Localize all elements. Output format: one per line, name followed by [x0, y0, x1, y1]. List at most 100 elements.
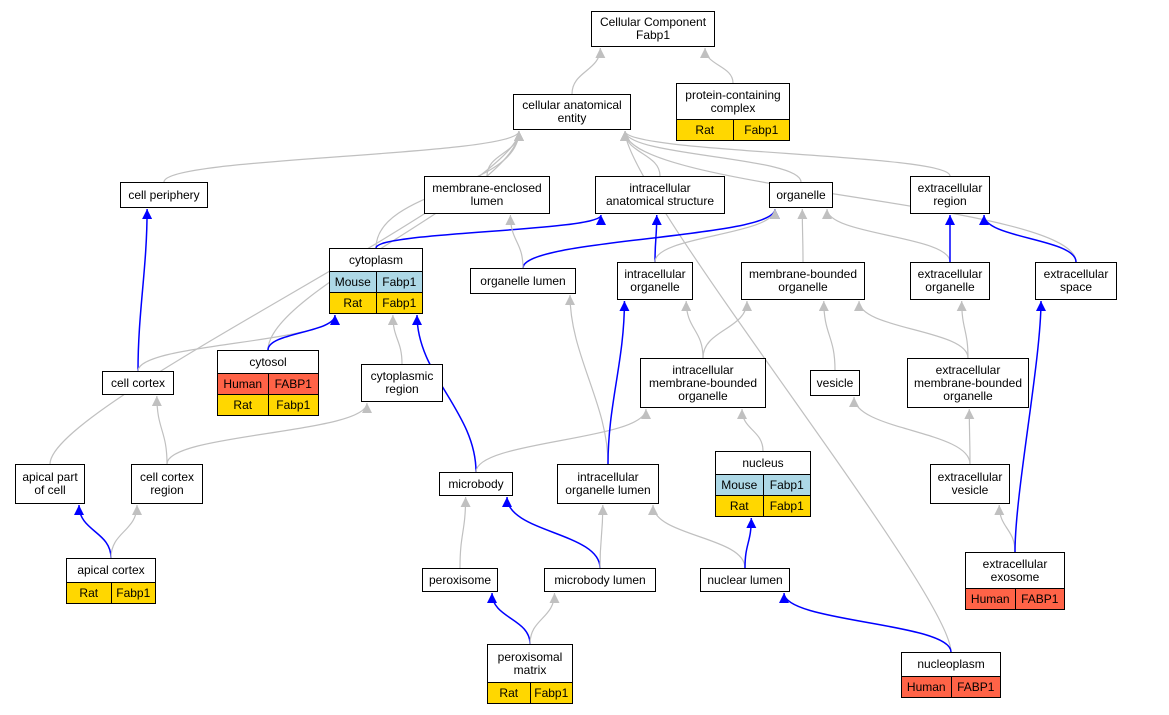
species-cell: Rat: [67, 583, 111, 603]
node-label: extracellular organelle: [917, 267, 983, 294]
edge-intracellular-organelle-lumen-to-intracellular-organelle: [607, 300, 630, 465]
edge-peroxisome-to-microbody: [459, 496, 471, 569]
node-intracellular-organelle-lumen[interactable]: intracellular organelle lumen: [557, 464, 659, 504]
node-extracellular-vesicle[interactable]: extracellular vesicle: [930, 464, 1010, 504]
species-cell: Rat: [716, 496, 763, 516]
edge-extracellular-space-to-anatomical-entity: [620, 130, 1077, 263]
node-label: membrane-enclosed lumen: [432, 181, 542, 208]
node-label: extracellular vesicle: [937, 470, 1003, 497]
gene-cell: Fabp1: [375, 293, 422, 313]
edge-extracellular-exosome-to-extracellular-space: [1014, 300, 1046, 553]
species-cell: Mouse: [330, 272, 376, 292]
node-cell-periphery[interactable]: cell periphery: [120, 182, 208, 208]
node-label: microbody lumen: [554, 572, 646, 587]
node-label: intracellular anatomical structure: [605, 181, 715, 208]
node-label: membrane-bounded organelle: [748, 267, 858, 294]
species-cell: Mouse: [716, 475, 763, 495]
gene-cell: Fabp1: [267, 395, 318, 415]
species-cell: Rat: [330, 293, 376, 313]
node-label: intracellular organelle: [624, 267, 686, 294]
edge-organelle-to-anatomical-entity: [620, 130, 802, 183]
edge-nucleoplasm-to-anatomical-entity: [620, 130, 952, 653]
edge-extracellular-vesicle-to-extracellular-mbo: [964, 408, 975, 465]
node-organelle-lumen[interactable]: organelle lumen: [470, 268, 576, 294]
node-organelle[interactable]: organelle: [769, 182, 833, 208]
node-extracellular-region[interactable]: extracellular region: [910, 176, 990, 214]
node-intracellular-organelle[interactable]: intracellular organelle: [617, 262, 693, 300]
node-label: peroxisome: [428, 572, 492, 587]
node-intracellular-mbo[interactable]: intracellular membrane-bounded organelle: [640, 358, 766, 408]
edge-microbody-to-intracellular-mbo: [475, 408, 651, 473]
edge-nuclear-lumen-to-nucleus: [744, 517, 757, 569]
edge-organelle-lumen-to-organelle: [522, 208, 780, 269]
edge-protein-complex-to-root: [700, 47, 734, 84]
edge-anatomical-entity-to-root: [571, 47, 606, 95]
edge-microbody-lumen-to-microbody: [502, 496, 601, 569]
node-label: cellular anatomical entity: [522, 98, 622, 125]
edge-intracellular-organelle-to-intracellular-structure: [651, 214, 662, 263]
edge-cell-periphery-to-anatomical-entity: [163, 130, 524, 183]
edge-extracellular-mbo-to-extracellular-organelle: [956, 300, 969, 359]
node-cell-cortex[interactable]: cell cortex: [102, 371, 174, 395]
node-extracellular-organelle[interactable]: extracellular organelle: [910, 262, 990, 300]
edge-cell-cortex-to-cell-periphery: [137, 208, 153, 372]
node-root[interactable]: Cellular Component Fabp1: [591, 11, 715, 47]
node-vesicle[interactable]: vesicle: [810, 370, 860, 396]
node-label: extracellular region: [917, 181, 983, 208]
edge-intracellular-organelle-lumen-to-organelle-lumen: [565, 294, 609, 465]
node-peroxisome[interactable]: peroxisome: [422, 568, 498, 592]
node-cytoplasmic-region[interactable]: cytoplasmic region: [361, 364, 443, 402]
species-cell: Human: [218, 374, 268, 394]
gene-cell: Fabp1: [762, 475, 810, 495]
node-label: apical cortex: [77, 563, 145, 577]
node-label: cytoplasm: [348, 252, 404, 267]
node-label: cytosol: [249, 354, 287, 369]
gene-cell: Fabp1: [529, 683, 572, 703]
node-microbody-lumen[interactable]: microbody lumen: [544, 568, 656, 592]
node-microbody[interactable]: microbody: [439, 472, 513, 496]
edge-intracellular-mbo-to-membrane-bounded-organelle: [702, 300, 752, 359]
edge-vesicle-to-membrane-bounded-organelle: [818, 300, 836, 371]
edge-membrane-bounded-organelle-to-organelle: [797, 208, 808, 263]
edge-peroxisomal-matrix-to-peroxisome: [487, 592, 531, 645]
node-label: nucleoplasm: [917, 657, 985, 671]
node-intracellular-structure[interactable]: intracellular anatomical structure: [595, 176, 725, 214]
node-extracellular-space[interactable]: extracellular space: [1035, 262, 1117, 300]
node-label: intracellular organelle lumen: [565, 470, 651, 497]
node-extracellular-mbo[interactable]: extracellular membrane-bounded organelle: [907, 358, 1029, 408]
edge-cell-cortex-region-to-cytoplasmic-region: [166, 402, 372, 465]
node-label: cytoplasmic region: [370, 369, 434, 396]
node-anatomical-entity[interactable]: cellular anatomical entity: [513, 94, 631, 130]
node-membrane-enclosed-lumen[interactable]: membrane-enclosed lumen: [424, 176, 550, 214]
node-label: cell periphery: [128, 187, 200, 202]
edge-apical-cortex-to-cell-cortex-region: [110, 504, 142, 559]
node-label: cell cortex region: [139, 470, 195, 497]
node-label: organelle: [776, 187, 826, 202]
node-cell-cortex-region[interactable]: cell cortex region: [131, 464, 203, 504]
species-cell: Human: [902, 677, 951, 697]
node-membrane-bounded-organelle[interactable]: membrane-bounded organelle: [741, 262, 865, 300]
edge-nucleoplasm-to-nuclear-lumen: [779, 592, 952, 653]
node-nuclear-lumen[interactable]: nuclear lumen: [700, 568, 790, 592]
node-apical-part[interactable]: apical part of cell: [15, 464, 85, 504]
